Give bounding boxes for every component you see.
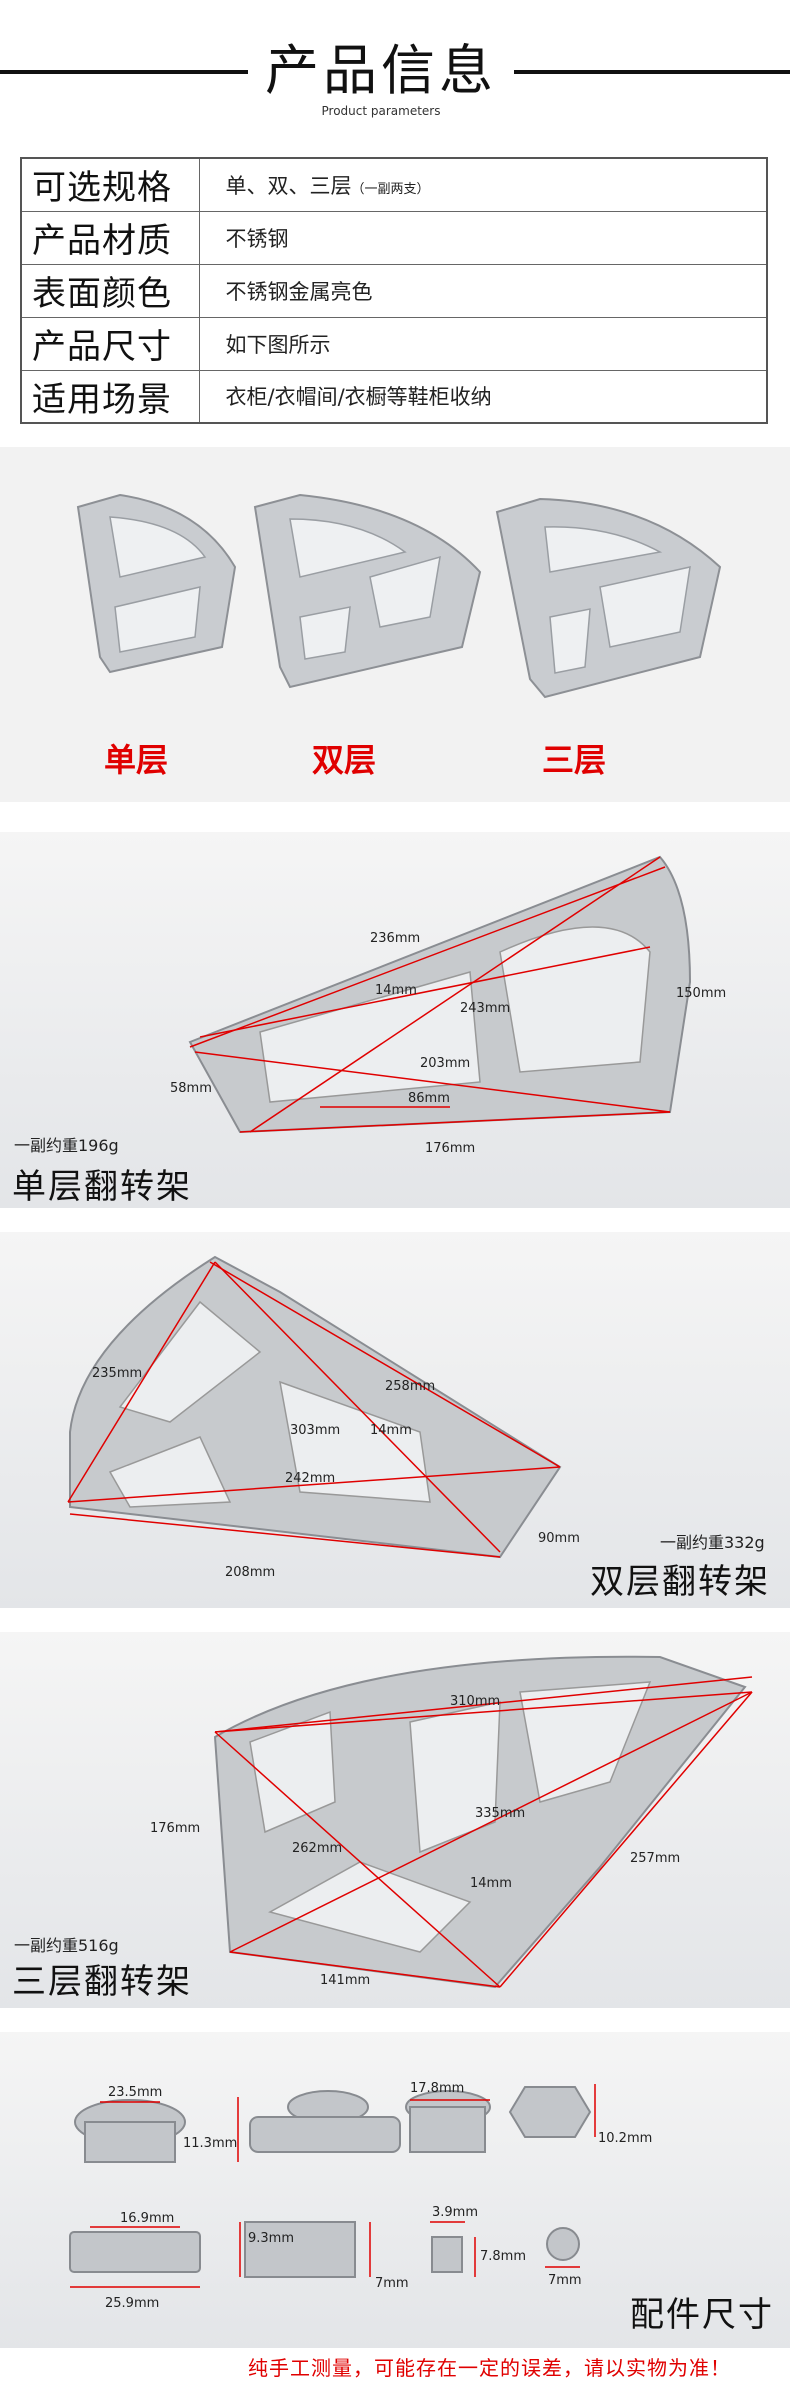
double-weight: 一副约重332g bbox=[660, 1533, 765, 1552]
double-caption: 双层翻转架 bbox=[590, 1562, 770, 1602]
dim-label: 258mm bbox=[385, 1379, 435, 1394]
dim-label: 10.2mm bbox=[598, 2131, 652, 2146]
parts-caption: 配件尺寸 bbox=[630, 2295, 774, 2335]
dim-label: 141mm bbox=[320, 1973, 370, 1988]
variants-illustration bbox=[76, 493, 722, 699]
dim-label: 7.8mm bbox=[480, 2249, 526, 2264]
page-title: 产品信息 bbox=[265, 39, 497, 102]
dim-label: 242mm bbox=[285, 1471, 335, 1486]
header-rule-right bbox=[514, 70, 790, 74]
variant-label-double: 双层 bbox=[312, 741, 377, 779]
table-row: 产品材质 不锈钢 bbox=[20, 210, 768, 265]
variant-label-triple: 三层 bbox=[542, 741, 607, 779]
table-row: 产品尺寸 如下图所示 bbox=[20, 316, 768, 371]
dim-label: 58mm bbox=[170, 1081, 212, 1096]
part-hex-nut bbox=[508, 2086, 592, 2138]
spec-value: 单、双、三层（一副两支） bbox=[198, 157, 768, 212]
dim-label: 235mm bbox=[92, 1366, 142, 1381]
dim-label: 9.3mm bbox=[248, 2231, 294, 2246]
dim-label: 16.9mm bbox=[120, 2211, 174, 2226]
dim-label: 7mm bbox=[375, 2276, 409, 2291]
spec-value-note: （一副两支） bbox=[351, 181, 430, 197]
spec-table: 可选规格 单、双、三层（一副两支） 产品材质 不锈钢 表面颜色 不锈钢金属亮色 … bbox=[20, 157, 768, 424]
spec-value: 不锈钢 bbox=[198, 210, 768, 265]
dim-label: 257mm bbox=[630, 1851, 680, 1866]
dim-label: 23.5mm bbox=[108, 2085, 162, 2100]
spec-key: 产品尺寸 bbox=[20, 316, 200, 371]
parts-panel: 23.5mm 11.3mm 17.8mm 10.2mm 3.9mm 16.9mm… bbox=[0, 2032, 790, 2348]
triple-caption: 三层翻转架 bbox=[12, 1962, 192, 2002]
dim-label: 203mm bbox=[420, 1056, 470, 1071]
spec-key: 可选规格 bbox=[20, 157, 200, 212]
single-caption: 单层翻转架 bbox=[12, 1167, 192, 1207]
spec-value: 如下图所示 bbox=[198, 316, 768, 371]
dim-label: 176mm bbox=[150, 1821, 200, 1836]
dim-label: 86mm bbox=[408, 1091, 450, 1106]
dim-label: 14mm bbox=[470, 1876, 512, 1891]
dim-label: 150mm bbox=[676, 986, 726, 1001]
page-subtitle: Product parameters bbox=[321, 104, 441, 118]
variant-label-single: 单层 bbox=[104, 741, 169, 779]
dim-label: 90mm bbox=[538, 1531, 580, 1546]
single-rack-diagram: 236mm 14mm 243mm 150mm 58mm 203mm 86mm 1… bbox=[170, 855, 726, 1156]
dim-label: 310mm bbox=[450, 1694, 500, 1709]
double-rack-diagram: 258mm 235mm 303mm 14mm 242mm 90mm 208mm bbox=[67, 1255, 580, 1580]
measurement-notice: 纯手工测量，可能存在一定的误差，请以实物为准！ bbox=[248, 2356, 731, 2380]
single-weight: 一副约重196g bbox=[14, 1136, 119, 1155]
dim-label: 11.3mm bbox=[183, 2136, 237, 2151]
double-rack-shape bbox=[253, 493, 482, 689]
table-row: 适用场景 衣柜/衣帽间/衣橱等鞋柜收纳 bbox=[20, 369, 768, 424]
dim-label: 262mm bbox=[292, 1841, 342, 1856]
triple-weight: 一副约重516g bbox=[14, 1936, 119, 1955]
parts-diagram: 23.5mm 11.3mm 17.8mm 10.2mm 3.9mm 16.9mm… bbox=[69, 2081, 652, 2311]
dim-label: 236mm bbox=[370, 931, 420, 946]
dim-label: 3.9mm bbox=[432, 2205, 478, 2220]
dim-label: 17.8mm bbox=[410, 2081, 464, 2096]
variants-photo: 单层 双层 三层 bbox=[0, 447, 790, 802]
table-row: 表面颜色 不锈钢金属亮色 bbox=[20, 263, 768, 318]
spec-value: 衣柜/衣帽间/衣橱等鞋柜收纳 bbox=[198, 369, 768, 424]
double-rack-panel: 258mm 235mm 303mm 14mm 242mm 90mm 208mm … bbox=[0, 1232, 790, 1608]
dim-label: 14mm bbox=[370, 1423, 412, 1438]
dim-label: 243mm bbox=[460, 1001, 510, 1016]
section-header: 产品信息 Product parameters bbox=[0, 0, 790, 140]
dim-label: 303mm bbox=[290, 1423, 340, 1438]
single-rack-panel: 236mm 14mm 243mm 150mm 58mm 203mm 86mm 1… bbox=[0, 832, 790, 1208]
spec-key: 适用场景 bbox=[20, 369, 200, 424]
spec-value-text: 单、双、三层 bbox=[225, 173, 352, 198]
dim-label: 7mm bbox=[548, 2273, 582, 2288]
dim-label: 208mm bbox=[225, 1565, 275, 1580]
spec-value: 不锈钢金属亮色 bbox=[198, 263, 768, 318]
dim-label: 335mm bbox=[475, 1806, 525, 1821]
triple-rack-diagram: 310mm 176mm 335mm 262mm 14mm 257mm 141mm bbox=[150, 1655, 753, 1989]
dim-label: 176mm bbox=[425, 1141, 475, 1156]
spec-key: 产品材质 bbox=[20, 210, 200, 265]
header-rule-left bbox=[0, 70, 248, 74]
dim-label: 25.9mm bbox=[105, 2296, 159, 2311]
dim-label: 14mm bbox=[375, 983, 417, 998]
table-row: 可选规格 单、双、三层（一副两支） bbox=[20, 157, 768, 212]
triple-rack-panel: 310mm 176mm 335mm 262mm 14mm 257mm 141mm… bbox=[0, 1632, 790, 2008]
spec-key: 表面颜色 bbox=[20, 263, 200, 318]
